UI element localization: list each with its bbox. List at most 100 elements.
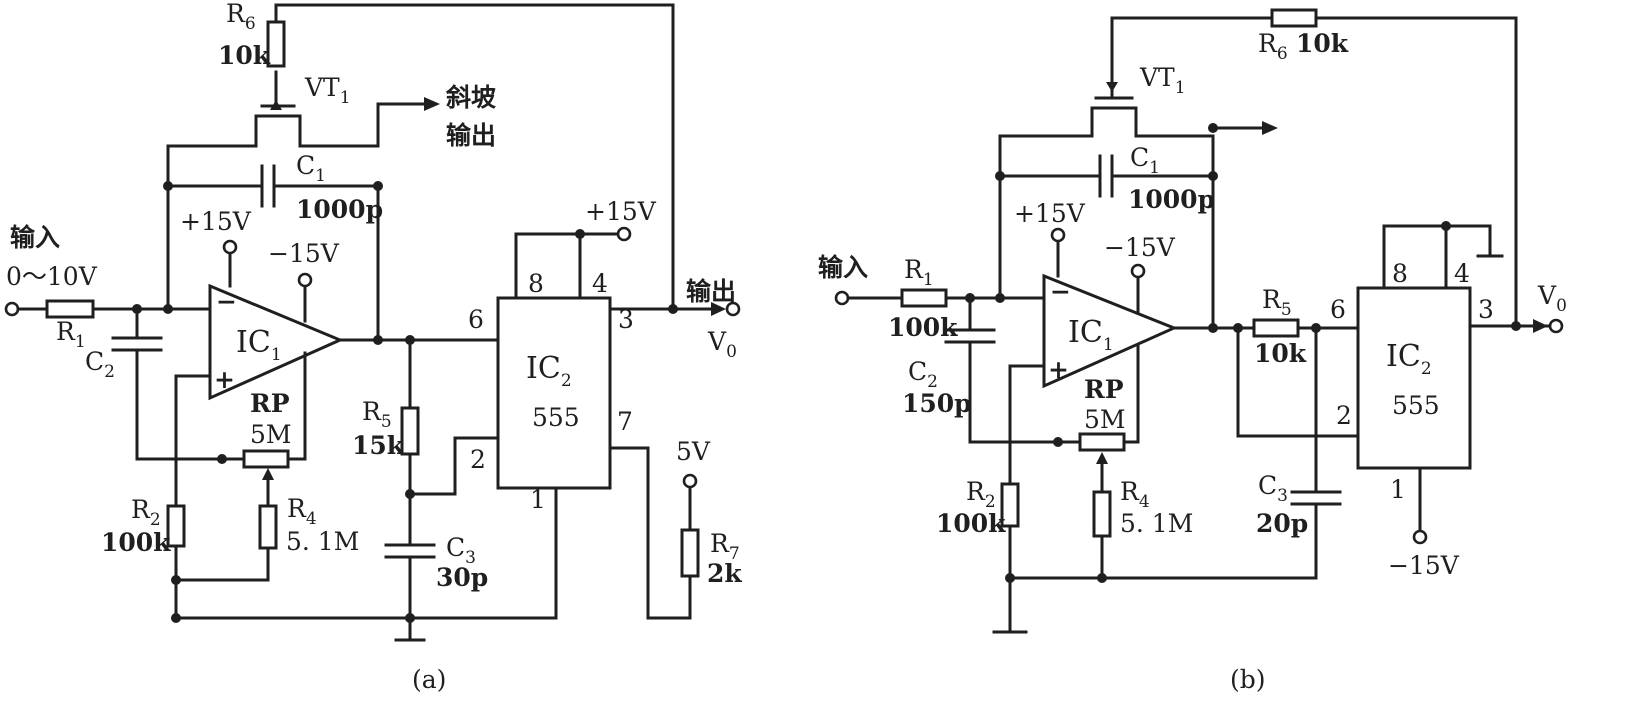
- resistor-r5-b: [1252, 318, 1300, 338]
- pin1-a: 1: [530, 485, 546, 514]
- r7-value-a: 2k: [707, 559, 742, 588]
- potentiometer-rp-a: [242, 449, 290, 469]
- vt1-label-b: VT1: [1139, 63, 1186, 98]
- r5-label-a: R5: [362, 397, 392, 432]
- r7-label-a: R7: [710, 529, 740, 564]
- r2-value-b: 100k: [936, 509, 1006, 538]
- ic2-part-b: 555: [1392, 391, 1440, 420]
- input-terminal-b: [834, 290, 850, 306]
- r6-label-a: R6: [226, 0, 256, 34]
- rp-label-a: RP: [250, 389, 290, 418]
- output-node-a: V0: [707, 327, 737, 362]
- rp-value-a: 5M: [250, 420, 292, 449]
- timer-ic2-b: [1356, 286, 1472, 470]
- opamp-ic1-b: [1042, 273, 1178, 389]
- output-label-a: 输出: [686, 277, 736, 306]
- v5-label-a: 5V: [676, 437, 711, 466]
- pin8-b: 8: [1392, 259, 1408, 288]
- vneg555-label-b: −15V: [1388, 551, 1460, 580]
- r4-value-b: 5. 1M: [1120, 509, 1193, 538]
- ic2-label-a: IC2: [526, 351, 572, 391]
- pin6-a: 6: [468, 305, 484, 334]
- ic1-label-b: IC1: [1068, 315, 1114, 355]
- pin2-a: 2: [470, 445, 486, 474]
- r5-label-b: R5: [1262, 285, 1292, 320]
- c3-label-a: C3: [446, 533, 476, 568]
- vcc555-label-a: +15V: [585, 197, 657, 226]
- pin3-b: 3: [1478, 295, 1494, 324]
- timer-ic2-a: [496, 296, 612, 490]
- pin6-b: 6: [1330, 295, 1346, 324]
- labels-b: 输入 R1 100k C2 150p VT1 R6 10k C1 1000p +…: [818, 29, 1567, 694]
- pin3-a: 3: [618, 305, 634, 334]
- c3-label-b: C3: [1258, 471, 1288, 506]
- circuit-a: [4, 3, 741, 642]
- minus-sign-b: −: [1050, 277, 1071, 306]
- resistor-r6-b: [1270, 8, 1318, 28]
- pin1-b: 1: [1390, 475, 1406, 504]
- resistor-r4-a: [258, 504, 278, 550]
- vpos-label-b: +15V: [1014, 199, 1086, 228]
- r6-value-a: 10k: [218, 41, 271, 70]
- vpos-label-a: +15V: [180, 207, 252, 236]
- ic1-label-a: IC1: [236, 325, 282, 365]
- r5-value-a: 15k: [352, 431, 405, 460]
- r4-label-b: R4: [1120, 477, 1150, 512]
- labels-a: 输入 0～10V R1 C2 R6 10k VT1 斜坡 输出 C1 1000p…: [6, 0, 742, 694]
- r6-value-b: 10k: [1296, 29, 1349, 58]
- pin2-b: 2: [1336, 401, 1352, 430]
- resistor-r1-a: [45, 299, 95, 319]
- r2-label-b: R2: [966, 477, 996, 512]
- r4-value-a: 5. 1M: [286, 527, 359, 556]
- r1-label-a: R1: [56, 317, 86, 352]
- resistor-r6-a: [266, 20, 286, 68]
- caption-b: (b): [1230, 665, 1266, 694]
- c3-value-b: 20p: [1256, 509, 1308, 538]
- c1-label-a: C1: [296, 151, 326, 186]
- input-range-a: 0～10V: [6, 262, 98, 291]
- c3-value-a: 30p: [436, 563, 488, 592]
- potentiometer-rp-b: [1078, 432, 1126, 452]
- ramp-label-line1-a: 斜坡: [445, 83, 496, 112]
- c1-label-b: C1: [1130, 143, 1160, 178]
- c2-label-a: C2: [85, 347, 115, 382]
- minus-sign-a: −: [216, 287, 237, 316]
- c2-label-b: C2: [908, 357, 938, 392]
- ic2-part-a: 555: [532, 403, 580, 432]
- r5-value-b: 10k: [1254, 339, 1307, 368]
- input-label-b: 输入: [818, 253, 868, 282]
- r1-label-b: R1: [904, 255, 934, 290]
- pin4-b: 4: [1454, 259, 1470, 288]
- pin8-a: 8: [528, 269, 544, 298]
- r6-label-b: R6: [1258, 29, 1288, 64]
- output-node-b: V0: [1537, 281, 1567, 316]
- vneg-label-b: −15V: [1104, 233, 1176, 262]
- plus-sign-a: +: [214, 365, 235, 394]
- input-terminal-a: [4, 301, 20, 317]
- input-label-a: 输入: [10, 223, 60, 252]
- r4-label-a: R4: [287, 494, 317, 529]
- r2-label-a: R2: [131, 495, 161, 530]
- rp-label-b: RP: [1084, 375, 1124, 404]
- resistor-r5-a: [400, 406, 420, 456]
- resistor-r1-b: [900, 288, 948, 308]
- pin4-a: 4: [592, 269, 608, 298]
- ic2-label-b: IC2: [1386, 339, 1432, 379]
- c1-value-b: 1000p: [1128, 185, 1215, 214]
- circuit-b: [834, 8, 1564, 634]
- ramp-label-line2-a: 输出: [446, 121, 496, 150]
- c1-value-a: 1000p: [296, 195, 383, 224]
- vneg-label-a: −15V: [268, 239, 340, 268]
- r2-value-a: 100k: [101, 528, 171, 557]
- caption-a: (a): [412, 665, 446, 694]
- vt1-label-a: VT1: [304, 73, 351, 108]
- resistor-r7-a: [680, 528, 700, 578]
- plus-sign-b: +: [1048, 355, 1069, 384]
- resistor-r4-b: [1092, 490, 1112, 538]
- opamp-ic1-a: [208, 283, 344, 401]
- r1-value-b: 100k: [888, 313, 958, 342]
- rp-value-b: 5M: [1084, 405, 1126, 434]
- pin7-a: 7: [617, 407, 633, 436]
- c2-value-b: 150p: [902, 389, 972, 418]
